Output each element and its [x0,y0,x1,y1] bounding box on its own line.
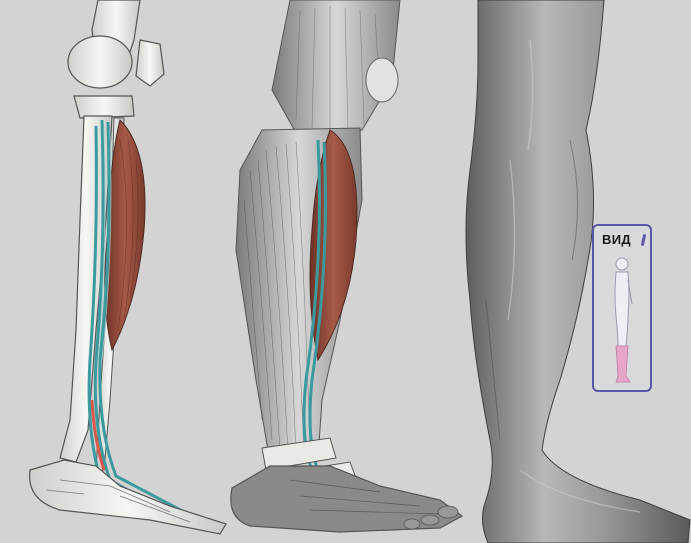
patella-bone [136,40,164,86]
femur-condyle [68,36,132,88]
tibia-plateau [74,96,134,118]
skeletal-view-panel [30,0,226,534]
mini-figure-icon [594,226,650,390]
view-indicator: ВИД [592,224,652,392]
highlighted-lower-leg [616,346,630,382]
surface-view-panel [466,0,690,543]
muscular-view-panel [231,0,462,532]
knee-region [366,58,398,102]
foot-bones [30,460,226,534]
leg-surface-skin [466,0,690,543]
